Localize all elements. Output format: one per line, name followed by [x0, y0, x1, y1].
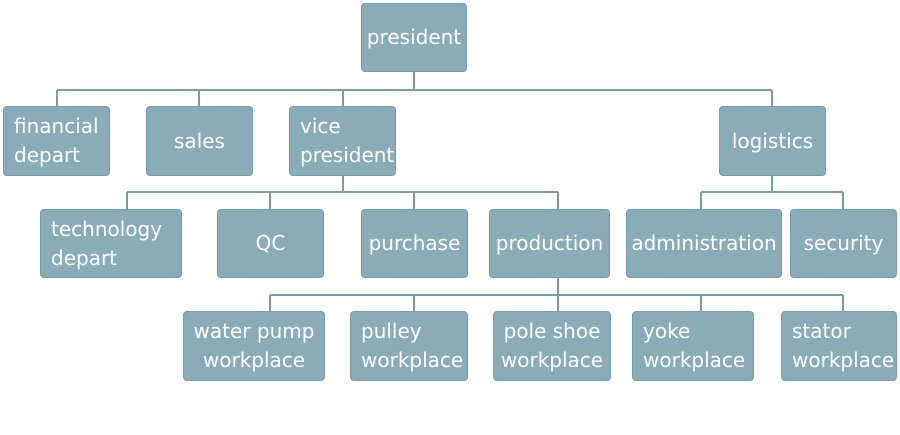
node-president-label: president: [366, 25, 462, 49]
node-logistics-label: logistics: [731, 128, 814, 153]
node-logistics: logistics: [719, 106, 826, 176]
node-stator-workplace-label: stator workplace: [792, 319, 895, 372]
node-qc-label: QC: [255, 231, 286, 255]
node-purchase-label: purchase: [368, 231, 461, 255]
node-security: security: [790, 209, 897, 278]
node-vice-president: vice president: [289, 106, 396, 176]
node-financial-depart-label: financial depart: [14, 114, 99, 167]
node-security-label: security: [803, 231, 884, 255]
node-president: president: [361, 3, 467, 72]
node-administration: administration: [626, 209, 782, 278]
node-water-pump-workplace-label: water pump workplace: [193, 319, 315, 372]
node-purchase: purchase: [361, 209, 468, 278]
node-pole-shoe-workplace-label: pole shoe workplace: [500, 319, 604, 372]
node-pole-shoe-workplace: pole shoe workplace: [493, 311, 611, 381]
node-production: production: [489, 209, 610, 278]
node-pulley-workplace-label: pulley workplace: [361, 319, 464, 372]
node-technology-depart: technology depart: [40, 209, 182, 278]
node-water-pump-workplace: water pump workplace: [183, 311, 325, 381]
node-yoke-workplace-label: yoke workplace: [643, 319, 746, 372]
node-sales: sales: [146, 106, 253, 176]
node-qc: QC: [217, 209, 324, 278]
node-pulley-workplace: pulley workplace: [350, 311, 468, 381]
node-sales-label: sales: [174, 128, 225, 153]
node-technology-depart-label: technology depart: [51, 216, 163, 270]
node-financial-depart: financial depart: [3, 106, 110, 176]
node-stator-workplace: stator workplace: [781, 311, 897, 381]
node-administration-label: administration: [631, 231, 777, 255]
node-production-label: production: [495, 231, 604, 255]
node-yoke-workplace: yoke workplace: [632, 311, 754, 381]
node-vice-president-label: vice president: [300, 114, 395, 167]
